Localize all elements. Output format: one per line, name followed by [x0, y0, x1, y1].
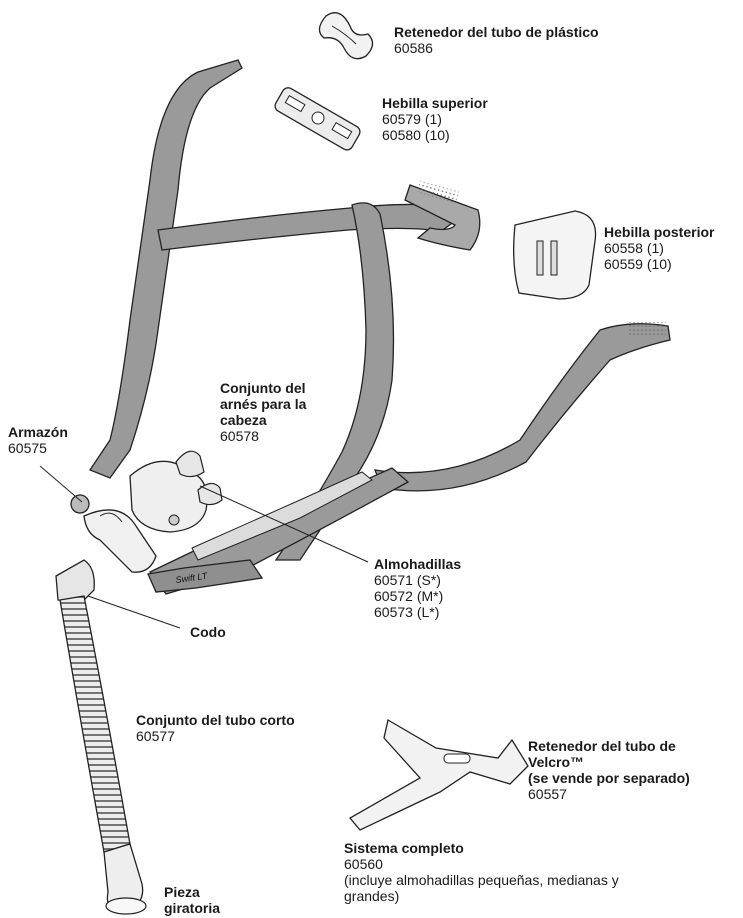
- label-pillows: Almohadillas 60571 (S*) 60572 (M*) 60573…: [374, 556, 461, 620]
- leader-frame: [40, 466, 82, 502]
- top-buckle-part: [273, 86, 362, 153]
- back-buckle-part: [514, 211, 596, 299]
- headgear-top-band: [158, 204, 470, 250]
- velcro-tube-retainer-part: [350, 720, 528, 830]
- frame-connector-left: [71, 495, 89, 513]
- leader-elbow: [88, 596, 180, 628]
- tube-body: [60, 596, 130, 852]
- label-plastic-tube-retainer: Retenedor del tubo de plástico 60586: [394, 24, 599, 56]
- label-frame: Armazón 60575: [8, 424, 68, 456]
- label-short-tube: Conjunto del tubo corto 60577: [136, 712, 295, 744]
- cushion-logo: [169, 515, 179, 525]
- label-elbow: Codo: [190, 624, 226, 640]
- label-headgear: Conjunto del arnés para la cabeza 60578: [220, 380, 306, 444]
- label-top-buckle: Hebilla superior 60579 (1) 60580 (10): [382, 95, 488, 143]
- label-velcro-retainer: Retenedor del tubo de Velcro™ (se vende …: [528, 738, 690, 802]
- label-complete-system: Sistema completo 60560 (incluye almohadi…: [344, 840, 619, 904]
- label-swivel: Pieza giratoria: [164, 884, 220, 916]
- plastic-tube-retainer-part: [319, 13, 372, 59]
- nasal-pillow-left: [176, 451, 204, 476]
- headgear-velcro-back: [628, 322, 666, 336]
- headgear-back-strap: [375, 324, 670, 491]
- label-back-buckle: Hebilla posterior 60558 (1) 60559 (10): [604, 224, 714, 272]
- short-tube-part: [56, 560, 146, 914]
